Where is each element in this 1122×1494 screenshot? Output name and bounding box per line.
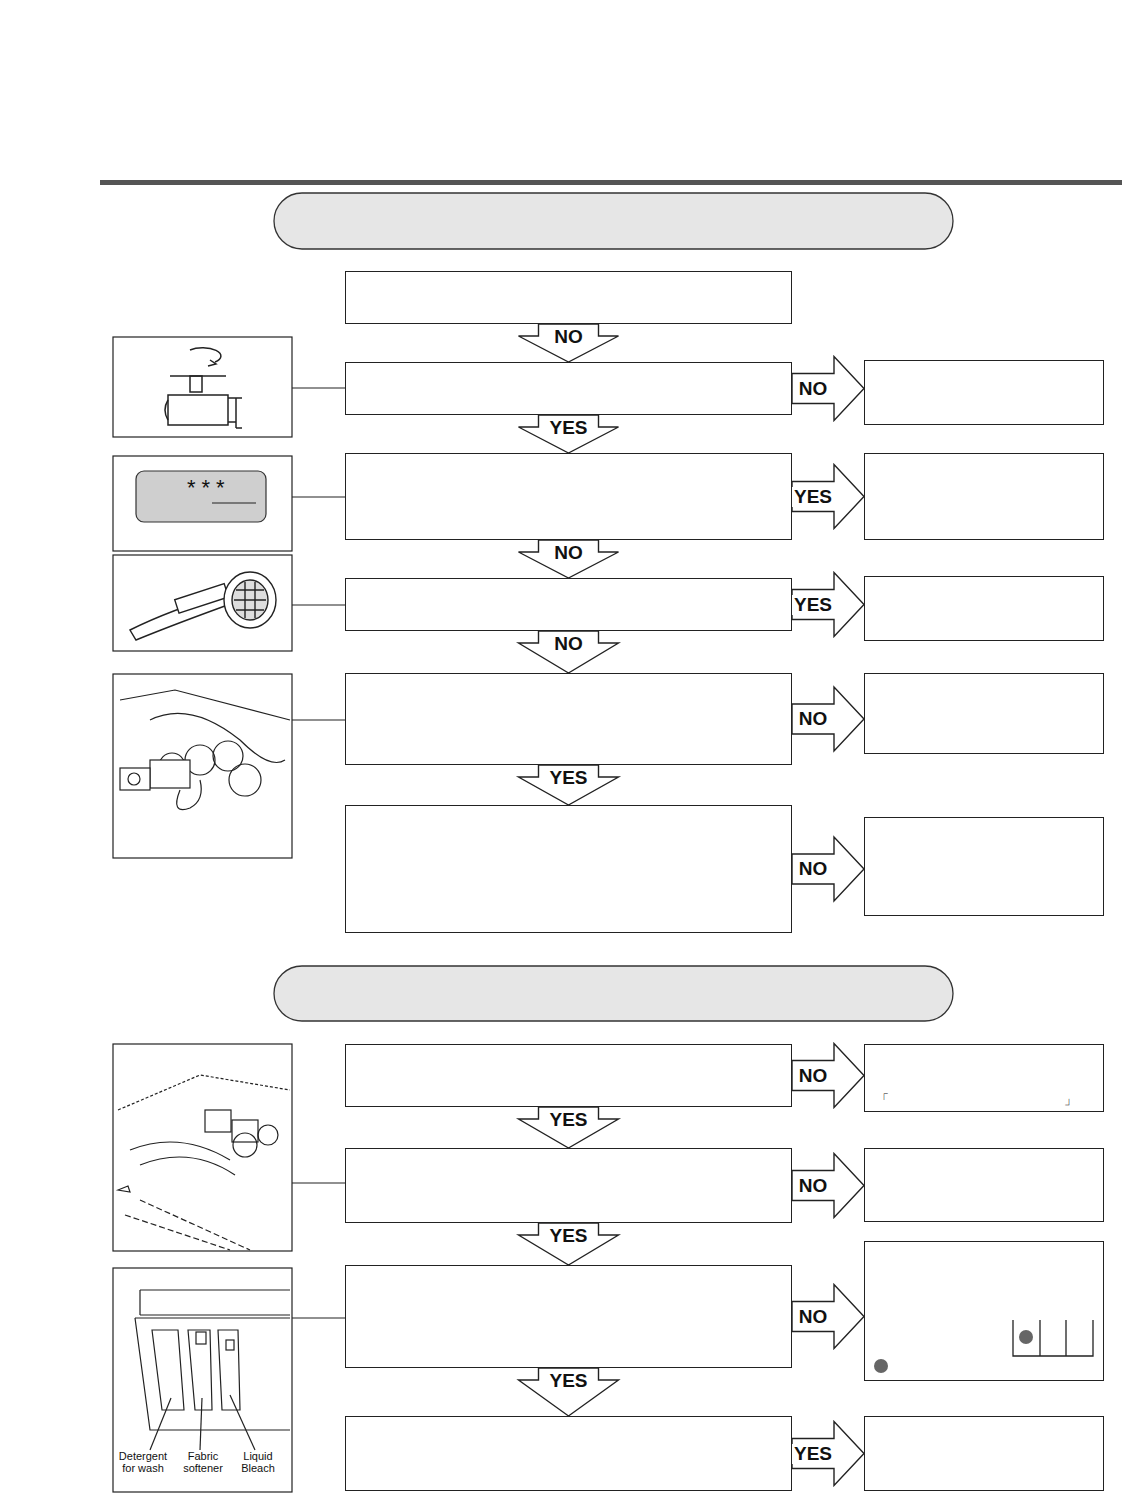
part-label: Liquid Bleach <box>236 1451 280 1474</box>
arrow-label: YES <box>547 1110 589 1130</box>
arrow-label: NO <box>797 859 830 879</box>
part-label: Fabric softener <box>178 1451 228 1474</box>
process-box <box>864 360 1104 425</box>
block-arrow <box>519 1223 619 1265</box>
arrow-label: NO <box>797 709 830 729</box>
arrow-label: YES <box>792 595 834 615</box>
leader-line <box>292 1317 345 1318</box>
process-box <box>345 271 792 324</box>
section-band <box>274 193 953 249</box>
arrow-label: NO <box>797 1307 830 1327</box>
part-label: Detergent for wash <box>116 1451 170 1474</box>
arrow-label: NO <box>797 1176 830 1196</box>
block-arrow <box>519 324 619 362</box>
block-arrow <box>519 540 619 578</box>
arrow-label: NO <box>552 634 585 654</box>
process-box <box>864 1148 1104 1222</box>
leader-line <box>292 496 345 497</box>
section-band <box>274 966 953 1021</box>
arrow-label: NO <box>552 543 585 563</box>
display-icon <box>136 471 266 522</box>
display-underline <box>212 502 256 503</box>
process-box <box>345 805 792 933</box>
leader-line <box>292 387 345 388</box>
arrow-label: YES <box>792 1444 834 1464</box>
process-box <box>345 1265 792 1368</box>
faucet-icon <box>165 348 242 428</box>
arrow-label: YES <box>792 487 834 507</box>
process-box <box>345 1044 792 1107</box>
block-arrow <box>792 1422 864 1486</box>
picture-frame <box>113 456 292 551</box>
indicator-marks <box>874 1320 1093 1373</box>
block-arrow <box>792 837 864 901</box>
process-box <box>864 817 1104 916</box>
block-arrow <box>519 631 619 673</box>
picture-frame <box>113 1044 292 1251</box>
arrow-label: YES <box>547 1226 589 1246</box>
indicator-dot <box>1019 1330 1033 1344</box>
arrow-label: NO <box>797 1066 830 1086</box>
bracket-mark: 」 <box>1064 1093 1077 1107</box>
block-arrow <box>519 415 619 453</box>
leader-line <box>292 604 345 605</box>
block-arrow <box>792 1154 864 1218</box>
process-box <box>345 1416 792 1491</box>
block-arrow <box>792 573 864 637</box>
arrow-label: NO <box>797 379 830 399</box>
water-valve-icon <box>120 690 290 810</box>
picture-frame <box>113 674 292 858</box>
process-box <box>864 1241 1104 1381</box>
arrow-label: YES <box>547 768 589 788</box>
block-arrow <box>792 465 864 529</box>
process-box <box>345 673 792 765</box>
process-box <box>864 576 1104 641</box>
process-box <box>864 453 1104 540</box>
block-arrow <box>792 357 864 421</box>
bracket-mark: 「 <box>876 1093 889 1107</box>
block-arrow <box>519 1107 619 1148</box>
display-symbols: *** <box>187 476 231 499</box>
indicator-table <box>1013 1320 1093 1356</box>
picture-frame <box>113 337 292 437</box>
block-arrow <box>519 765 619 805</box>
process-box <box>864 1416 1104 1491</box>
arrow-label: YES <box>547 1371 589 1391</box>
process-box <box>345 362 792 415</box>
brush-filter-icon <box>130 572 276 640</box>
block-arrow <box>792 1044 864 1108</box>
block-arrow <box>792 687 864 751</box>
leader-line <box>292 1182 345 1183</box>
process-box <box>345 453 792 540</box>
leader-line <box>292 719 345 720</box>
indicator-dot <box>874 1359 888 1373</box>
process-box <box>345 578 792 631</box>
picture-frame <box>113 555 292 651</box>
process-box <box>345 1148 792 1223</box>
top-rule <box>100 180 1122 185</box>
block-arrow <box>519 1368 619 1416</box>
detergent-drawer-icon <box>135 1290 290 1450</box>
process-box <box>864 673 1104 754</box>
water-valve-icon <box>118 1075 290 1250</box>
block-arrow <box>792 1285 864 1349</box>
arrow-label: NO <box>552 327 585 347</box>
arrow-label: YES <box>547 418 589 438</box>
picture-frame <box>113 1268 292 1492</box>
